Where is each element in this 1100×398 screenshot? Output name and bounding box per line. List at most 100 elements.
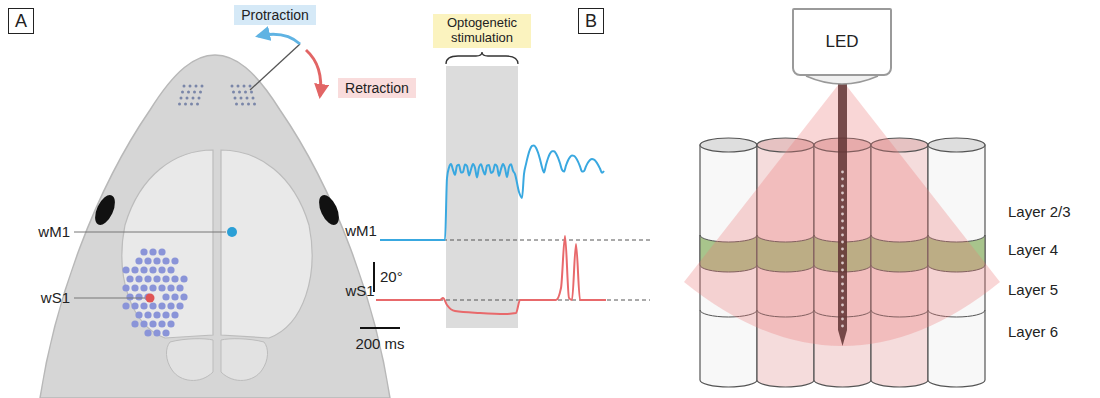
whisker-follicle xyxy=(247,103,250,106)
recording-site xyxy=(841,269,844,272)
whisker-follicle xyxy=(250,91,253,94)
barrel xyxy=(140,266,147,273)
recording-site xyxy=(841,199,844,202)
whisker-follicle xyxy=(196,103,199,106)
barrel xyxy=(171,311,178,318)
barrel xyxy=(131,302,138,309)
barrel xyxy=(140,302,147,309)
barrel xyxy=(180,275,187,282)
ws1-trace xyxy=(376,236,606,314)
barrel xyxy=(180,293,187,300)
whisker-follicle xyxy=(180,97,183,100)
barrel xyxy=(126,293,133,300)
whisker-follicle xyxy=(231,85,234,88)
barrel xyxy=(122,266,129,273)
recording-site xyxy=(841,248,844,251)
eye xyxy=(91,192,119,228)
whisker-follicle xyxy=(189,85,192,88)
barrel xyxy=(158,266,165,273)
barrel xyxy=(167,320,174,327)
recording-site xyxy=(841,227,844,230)
whisker-follicle xyxy=(234,97,237,100)
whisker-follicle xyxy=(252,97,255,100)
barrel xyxy=(144,275,151,282)
whisker-traces xyxy=(376,145,606,314)
brain-hemisphere xyxy=(122,150,213,338)
barrel xyxy=(171,275,178,282)
electrode-probe xyxy=(838,80,847,346)
layer-label: Layer 4 xyxy=(1008,241,1058,258)
barrel xyxy=(149,320,156,327)
recording-site xyxy=(841,283,844,286)
bracket xyxy=(446,52,518,64)
leader-line xyxy=(74,298,145,299)
whisker-follicle xyxy=(198,97,201,100)
node-text: B xyxy=(585,11,597,32)
whisker-follicle xyxy=(186,97,189,100)
whisker-follicle xyxy=(249,85,252,88)
whisker-follicle xyxy=(192,97,195,100)
recording-site xyxy=(841,304,844,307)
barrel xyxy=(162,293,169,300)
barrel xyxy=(171,257,178,264)
whisker-follicle xyxy=(244,91,247,94)
whisker-follicle xyxy=(199,91,202,94)
recording-site xyxy=(841,290,844,293)
whisker-follicle xyxy=(201,85,204,88)
whisker-follicle xyxy=(238,91,241,94)
trace-label: wM1 xyxy=(345,222,377,239)
barrel xyxy=(149,266,156,273)
scale-label: 20° xyxy=(380,268,403,285)
layer-label: Layer 5 xyxy=(1008,281,1058,298)
barrel xyxy=(135,275,142,282)
barrel xyxy=(158,284,165,291)
recording-site xyxy=(841,255,844,258)
barrel xyxy=(153,329,160,336)
whisker-follicle xyxy=(190,103,193,106)
barrel xyxy=(158,248,165,255)
node-text: Protraction xyxy=(241,7,309,23)
recording-site xyxy=(841,213,844,216)
light-cone xyxy=(684,80,1000,346)
recording-site xyxy=(841,276,844,279)
barrel xyxy=(122,284,129,291)
barrel xyxy=(126,275,133,282)
barrel xyxy=(171,293,178,300)
node-text: LED xyxy=(825,32,858,52)
panel-label: B xyxy=(578,8,604,34)
wm1-site xyxy=(227,227,237,237)
whisker xyxy=(250,44,300,90)
barrel xyxy=(158,320,165,327)
scale-bar xyxy=(360,327,400,329)
led-box: LED xyxy=(792,8,892,76)
panel-label: A xyxy=(8,8,34,34)
cerebellum xyxy=(221,339,268,381)
recording-sites xyxy=(841,171,844,328)
barrel xyxy=(162,275,169,282)
barrel xyxy=(162,311,169,318)
whisker-follicle xyxy=(246,97,249,100)
recording-site xyxy=(841,325,844,328)
barrel xyxy=(144,257,151,264)
barrel xyxy=(135,293,142,300)
barrel xyxy=(149,302,156,309)
node-text: Optogenetic stimulation xyxy=(437,16,527,46)
node-text: Retraction xyxy=(345,80,409,96)
recording-site xyxy=(841,206,844,209)
recording-site xyxy=(841,297,844,300)
whisker-follicle xyxy=(187,91,190,94)
barrel xyxy=(140,248,147,255)
whisker-follicle xyxy=(184,103,187,106)
retraction-tag: Retraction xyxy=(338,78,416,98)
whisker-follicle xyxy=(195,85,198,88)
recording-site xyxy=(841,220,844,223)
barrel xyxy=(162,329,169,336)
barrel xyxy=(144,329,151,336)
barrel xyxy=(153,257,160,264)
whisker-follicle xyxy=(232,91,235,94)
stimulation-period xyxy=(446,66,518,328)
recording-site xyxy=(841,318,844,321)
retraction-arrow xyxy=(306,50,321,96)
